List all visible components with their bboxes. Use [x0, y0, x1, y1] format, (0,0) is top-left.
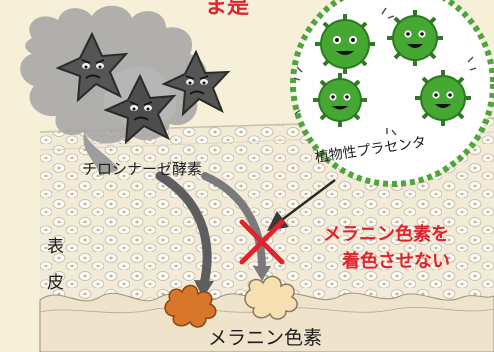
enzyme-to-melanin-arrow — [155, 171, 212, 289]
enzyme-monster-icon — [55, 31, 129, 103]
callout-line-1: メラニン色素を — [323, 224, 449, 245]
block-x-icon — [239, 219, 285, 265]
enzyme-label: チロシナーゼ酵素 — [82, 160, 203, 178]
callout-line-2: 着色させない — [342, 251, 450, 272]
enzyme-monster-icon — [161, 49, 231, 117]
sparkle-marks — [293, 7, 477, 136]
skin-layer-label-bottom: 皮 — [47, 273, 64, 293]
placenta-virus-icon — [387, 10, 443, 66]
enzyme-monster-icon — [103, 73, 177, 145]
placenta-virus-icon — [313, 73, 367, 127]
skin-layer-label-top: 表 — [47, 237, 64, 257]
placenta-virus-icon — [415, 70, 471, 126]
placenta-action-arrow — [267, 179, 336, 231]
top-title-fragment: ま是 — [205, 0, 250, 19]
enzyme-blocked-arrow — [201, 172, 266, 272]
melanin-blob-icon — [244, 275, 298, 320]
melanin-label: メラニン色素 — [208, 327, 323, 349]
melanin-blob-icon — [164, 284, 217, 328]
placenta-virus-icon — [315, 14, 375, 74]
